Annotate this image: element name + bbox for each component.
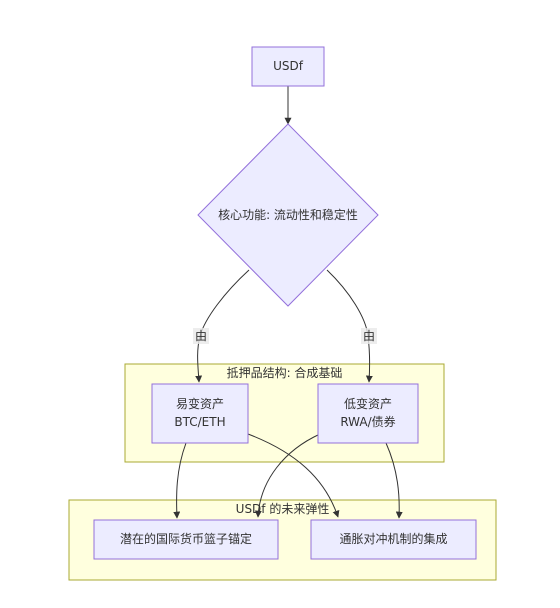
node-basket-label: 潜在的国际货币篮子锚定	[119, 532, 252, 546]
node-lowvol-label-1: 低变资产	[343, 397, 392, 411]
node-core-diamond	[197, 123, 379, 307]
node-hedge	[310, 519, 477, 560]
cluster-future-label: USDf 的未来弹性	[235, 502, 330, 516]
edge-label-left: 由	[193, 328, 210, 344]
node-core-label: 核心功能: 流动性和稳定性	[218, 208, 358, 222]
node-lowvol	[317, 383, 419, 444]
edge-volatile-to-hedge	[247, 433, 340, 518]
node-hedge-label: 通胀对冲机制的集成	[339, 532, 448, 546]
node-volatile-label-1: 易变资产	[175, 397, 224, 411]
edge-label-right: 由	[361, 328, 378, 344]
node-lowvol-label-2: RWA/债券	[340, 415, 396, 429]
node-basket	[93, 519, 279, 560]
cluster-collateral-label: 抵押品结构: 合成基础	[226, 366, 343, 380]
node-volatile-label-2: BTC/ETH	[174, 415, 226, 429]
edge-volatile-to-basket	[173, 442, 187, 519]
node-usdf	[251, 46, 325, 87]
node-volatile	[151, 383, 249, 444]
edge-lowvol-to-hedge	[385, 442, 403, 519]
edge-lowvol-to-basket	[254, 433, 321, 518]
node-usdf-label: USDf	[273, 59, 303, 73]
